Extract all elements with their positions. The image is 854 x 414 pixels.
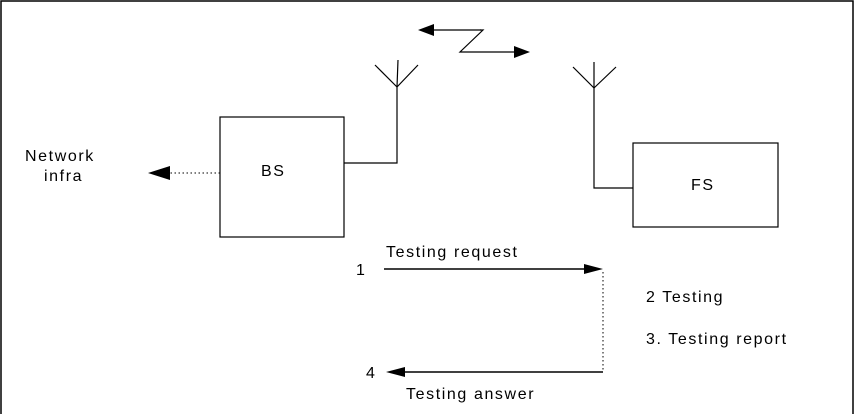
step-3-label: 3. Testing report — [646, 331, 788, 348]
fs-antenna-icon — [572, 62, 633, 189]
bs-box — [219, 116, 345, 238]
bs-label: BS — [261, 163, 286, 180]
network-infra-label-line2: infra — [44, 168, 84, 185]
fs-label: FS — [691, 177, 715, 194]
testing-answer-arrow — [386, 367, 603, 377]
step-2-label: 2 Testing — [646, 289, 725, 306]
network-infra-label-line1: Network — [25, 148, 95, 165]
step-1-number: 1 — [356, 262, 367, 279]
step-4-label: Testing answer — [406, 386, 536, 403]
bs-antenna-icon — [344, 59, 419, 164]
step-1-label: Testing request — [386, 244, 519, 261]
testing-request-arrow — [384, 264, 603, 274]
fs-box — [632, 142, 779, 228]
step-4-number: 4 — [366, 365, 377, 382]
network-link-arrow — [148, 166, 220, 180]
wireless-link-icon — [418, 24, 530, 58]
